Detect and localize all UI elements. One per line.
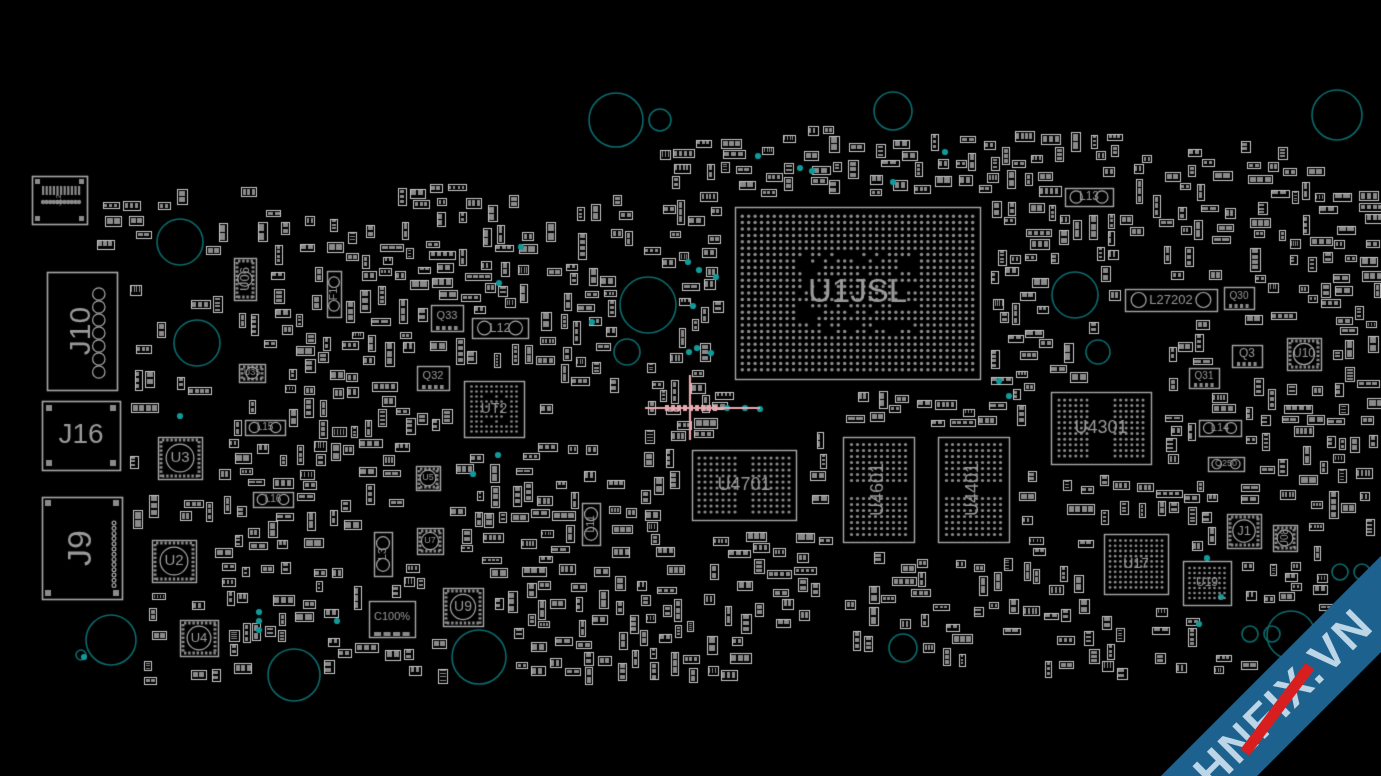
pcb-boardview-viewer[interactable]: HNFIX.VN [0, 0, 1381, 776]
board-render-canvas[interactable] [0, 0, 1381, 776]
